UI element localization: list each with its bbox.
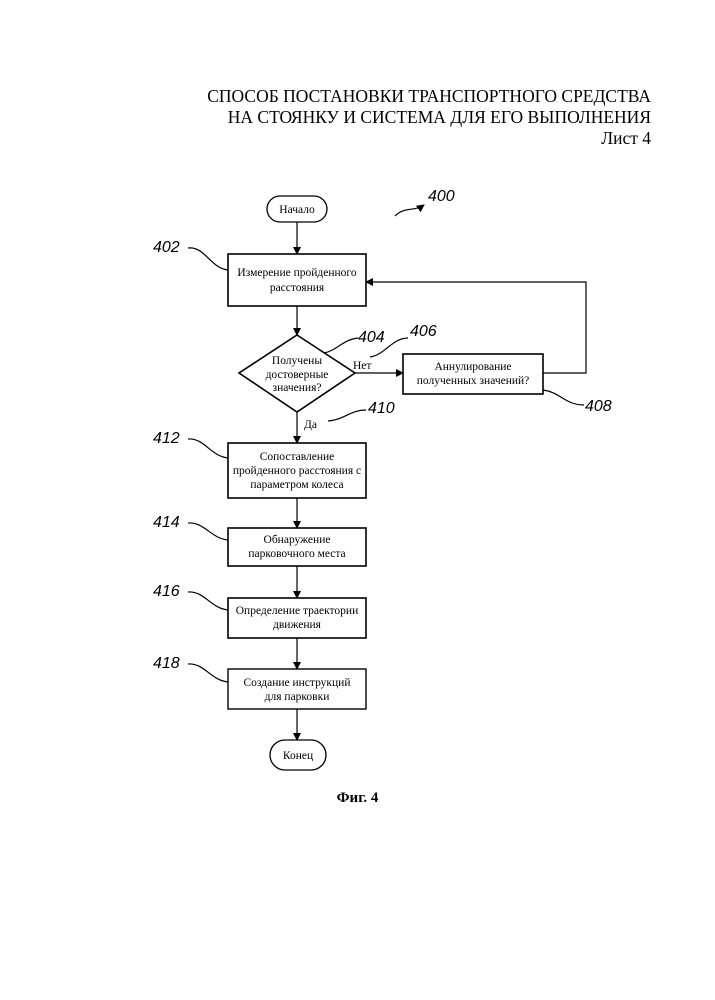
ref-402-leader xyxy=(188,248,228,270)
step-408-line1: Аннулирование xyxy=(434,361,511,373)
ref-402: 402 xyxy=(153,239,180,256)
figure-ref-400: 400 xyxy=(428,188,455,205)
figure-ref-pointer xyxy=(395,205,424,216)
step-416-line1: Определение траектории xyxy=(236,605,359,617)
step-414: Обнаружение парковочного места xyxy=(228,528,366,566)
ref-404: 404 xyxy=(358,329,385,346)
step-416: Определение траектории движения xyxy=(228,598,366,638)
step-402-line2: расстояния xyxy=(270,282,325,294)
step-416-line2: движения xyxy=(273,619,322,631)
step-402: Измерение пройденного расстояния xyxy=(228,254,366,306)
ref-412: 412 xyxy=(153,430,180,447)
ref-404-leader xyxy=(324,338,358,353)
ref-414-leader xyxy=(188,523,228,540)
ref-418: 418 xyxy=(153,655,180,672)
ref-416-leader xyxy=(188,592,228,610)
decision-404-line2: достоверные xyxy=(266,369,329,381)
start-label: Начало xyxy=(279,204,315,216)
ref-416: 416 xyxy=(153,583,180,600)
ref-408-leader xyxy=(543,390,584,405)
step-418: Создание инструкций для парковки xyxy=(228,669,366,709)
step-418-line2: для парковки xyxy=(265,691,330,703)
end-terminal: Конец xyxy=(270,740,326,770)
decision-404-line1: Получены xyxy=(272,355,322,367)
ref-414: 414 xyxy=(153,514,180,531)
step-418-line1: Создание инструкций xyxy=(244,677,351,689)
decision-404-line3: значения? xyxy=(273,382,322,394)
end-label: Конец xyxy=(283,750,313,762)
ref-410: 410 xyxy=(368,400,395,417)
step-412: Сопоставление пройденного расстояния с п… xyxy=(228,443,366,498)
step-412-line2: пройденного расстояния с xyxy=(233,465,361,477)
ref-406: 406 xyxy=(410,323,437,340)
ref-412-leader xyxy=(188,439,228,458)
step-408: Аннулирование полученных значений? xyxy=(403,354,543,394)
yes-label: Да xyxy=(304,419,317,431)
step-402-line1: Измерение пройденного xyxy=(237,267,356,279)
step-408-line2: полученных значений? xyxy=(417,375,530,387)
step-414-line2: парковочного места xyxy=(248,548,345,560)
figure-caption: Фиг. 4 xyxy=(0,790,715,807)
ref-410-leader xyxy=(328,410,366,421)
ref-418-leader xyxy=(188,664,228,682)
ref-408: 408 xyxy=(585,398,612,415)
start-terminal: Начало xyxy=(267,196,327,222)
step-412-line3: параметром колеса xyxy=(250,479,343,491)
no-label: Нет xyxy=(353,360,371,372)
step-412-line1: Сопоставление xyxy=(260,451,335,463)
step-414-line1: Обнаружение xyxy=(264,534,331,546)
